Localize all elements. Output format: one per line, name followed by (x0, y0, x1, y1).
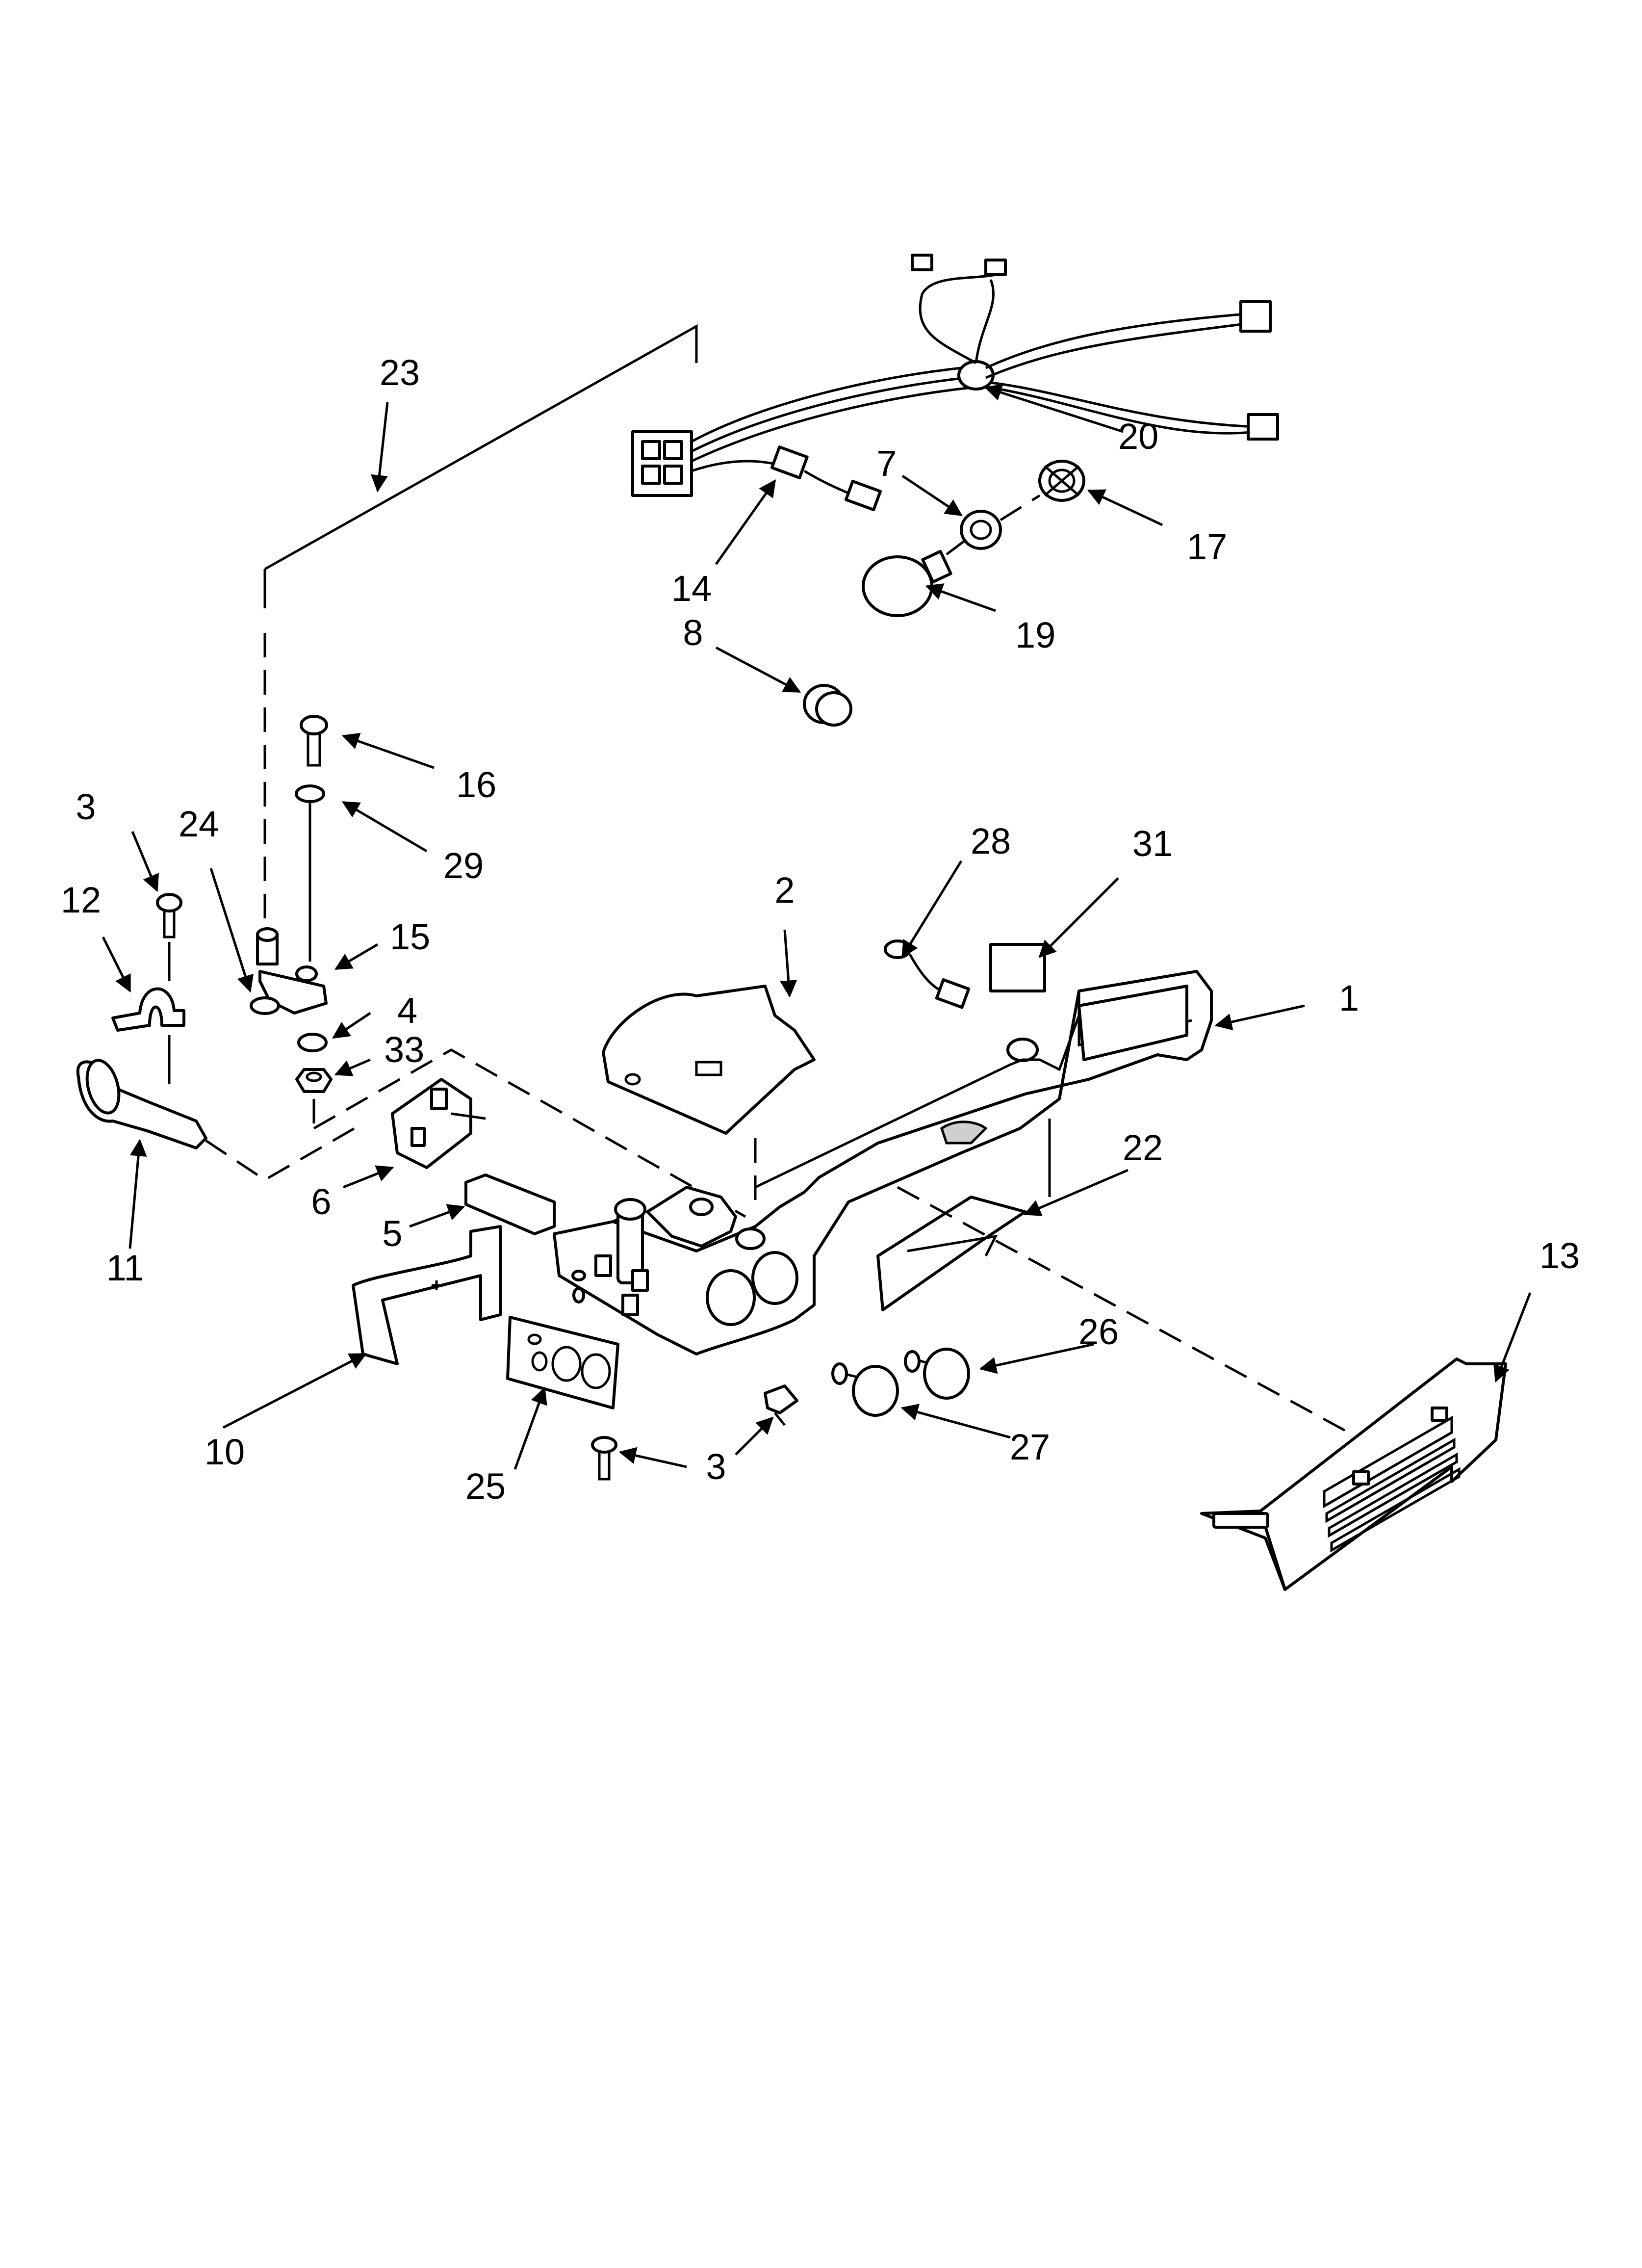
callout-label: 6 (311, 1181, 331, 1222)
callout-label: 19 (1015, 615, 1055, 655)
callout-label: 23 (380, 352, 420, 393)
shaft-dash-line (205, 1122, 364, 1181)
callout-label: 3 (706, 1446, 726, 1487)
callout-label: 26 (1078, 1311, 1119, 1352)
callout-label: 27 (1010, 1427, 1050, 1467)
part-24-pivot (250, 927, 280, 1015)
part-17-socket (1038, 460, 1085, 502)
callout-label: 13 (1539, 1235, 1580, 1276)
callout-label: 10 (205, 1432, 245, 1472)
part-33-nut (295, 1068, 333, 1093)
callout-labels: 1 2 3 3 4 5 6 7 8 10 11 12 13 14 15 16 1… (61, 352, 1580, 1507)
cover-dash-line (897, 1186, 1350, 1434)
callout-label: 29 (443, 845, 484, 886)
callout-label: 3 (76, 786, 96, 827)
part-5-block (464, 1173, 556, 1235)
part-31-pad (989, 943, 1046, 992)
callout-label: 25 (465, 1466, 506, 1507)
part-20-wire-harness (631, 254, 1279, 512)
part-19-bulb (862, 549, 952, 617)
part-28-sensor (884, 939, 971, 1009)
part-11-shaft (76, 1059, 207, 1149)
callout-label: 14 (671, 568, 712, 609)
callout-label: 24 (179, 804, 219, 844)
callout-label: 28 (971, 821, 1011, 861)
callout-label: 12 (61, 880, 101, 920)
part-3-screw-lower (764, 1384, 798, 1426)
part-23-rod (263, 324, 698, 932)
callout-label: 11 (106, 1248, 144, 1288)
part-2-plate (602, 985, 816, 1135)
callout-label: 1 (1339, 978, 1359, 1018)
part-10-bracket (352, 1225, 502, 1365)
part-26-knob (904, 1348, 970, 1400)
part-3-screw-lower-b (591, 1436, 617, 1481)
part-25-faceplate (506, 1316, 619, 1409)
callout-label: 8 (683, 612, 703, 653)
bulb-link-line (946, 539, 967, 555)
part-4-washer (297, 1033, 328, 1052)
callout-label: 17 (1187, 526, 1227, 567)
callout-label: 5 (382, 1213, 402, 1254)
linkage-dash-line (312, 1048, 746, 1218)
callout-label: 4 (397, 990, 417, 1031)
part-16-screw (300, 715, 328, 767)
part-27-knob (831, 1362, 899, 1417)
part-8-button (803, 684, 852, 727)
callout-label: 15 (390, 916, 430, 957)
part-13-grille (1200, 1357, 1507, 1591)
part-22-insulation (876, 1196, 1026, 1311)
callout-label: 22 (1123, 1127, 1163, 1168)
part-12-clamp (111, 987, 185, 1032)
part-3-screw-upper (156, 893, 182, 938)
callout-label: 7 (876, 443, 897, 484)
callout-label: 33 (384, 1029, 424, 1070)
callout-label: 20 (1118, 416, 1158, 457)
callout-label: 31 (1132, 823, 1173, 864)
leader-lines (102, 384, 1532, 1470)
callout-label: 16 (456, 764, 496, 805)
part-7-socket (960, 510, 1002, 550)
part-29-washer (295, 784, 325, 803)
part-1-housing (553, 970, 1213, 1356)
socket-link-line (1000, 494, 1041, 521)
part-6-switch (391, 1078, 486, 1169)
callout-label: 2 (774, 870, 795, 911)
